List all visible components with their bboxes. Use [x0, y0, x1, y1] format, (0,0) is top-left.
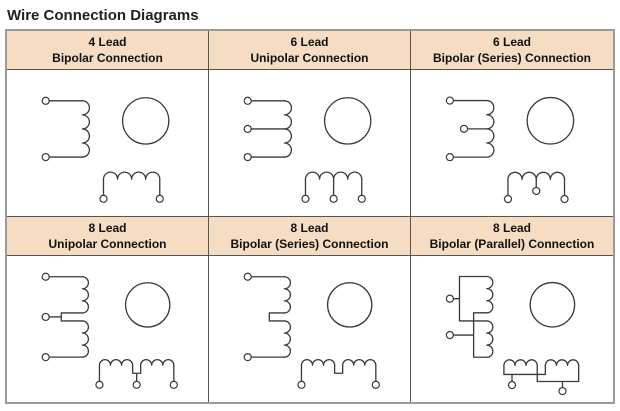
lead-count-label: 6 Lead: [290, 35, 329, 49]
lead-count-label: 8 Lead: [492, 221, 531, 236]
wiring-diagram-8-lead-bipolar-series: [209, 256, 410, 402]
lead-terminal: [41, 272, 50, 282]
wiring-diagram-6-lead-bipolar-series: [411, 70, 613, 216]
connection-type-label: Bipolar (Series) Connection: [432, 50, 592, 65]
page-title: Wire Connection Diagrams: [7, 7, 199, 24]
lead-terminal: [243, 272, 252, 282]
phase-b-coil: [297, 359, 380, 390]
lead-terminal: [507, 381, 517, 390]
diagram-cell-4-lead-bipolar: 4 Lead Bipolar Connection: [7, 31, 209, 218]
lead-terminal: [560, 195, 569, 204]
lead-terminal: [41, 353, 50, 362]
wiring-diagram-4-lead-bipolar: [7, 70, 208, 216]
phase-a-coil: [243, 272, 292, 362]
lead-terminal: [169, 381, 178, 390]
lead-terminal: [243, 153, 252, 162]
phase-a-coil: [445, 276, 494, 359]
lead-terminal: [41, 153, 50, 162]
lead-terminal: [243, 96, 252, 106]
lead-terminal: [503, 195, 513, 204]
connection-diagrams-table: 4 Lead Bipolar Connection: [5, 29, 615, 405]
lead-terminal: [371, 381, 380, 390]
phase-a-coil: [243, 96, 293, 162]
connection-type-label: Bipolar (Series) Connection: [230, 236, 389, 251]
connection-type-label: Unipolar Connection: [250, 50, 369, 65]
diagram-cell-8-lead-bipolar-parallel: 8 Lead Bipolar (Parallel) Connection: [411, 217, 613, 403]
phase-a-coil: [445, 96, 495, 162]
phase-b-coil: [301, 171, 366, 204]
lead-count-label: 8 Lead: [88, 221, 127, 236]
cell-header: 4 Lead Bipolar Connection: [7, 31, 208, 71]
cell-header: 6 Lead Bipolar (Series) Connection: [411, 31, 613, 71]
lead-terminal: [297, 381, 306, 390]
unused-center-tap: [459, 124, 469, 134]
motor-body: [526, 97, 575, 145]
cell-header: 6 Lead Unipolar Connection: [209, 31, 410, 71]
cell-header: 8 Lead Bipolar (Series) Connection: [209, 217, 410, 257]
phase-b-coil: [503, 171, 569, 204]
motor-body: [326, 282, 373, 329]
lead-count-label: 4 Lead: [88, 35, 127, 49]
lead-terminal: [445, 96, 455, 105]
motor-body: [529, 282, 576, 329]
lead-terminal: [155, 194, 164, 204]
lead-count-label: 8 Lead: [290, 221, 329, 236]
connection-type-label: Unipolar Connection: [48, 236, 167, 251]
connection-type-label: Bipolar Connection: [52, 50, 163, 65]
lead-terminal: [558, 387, 567, 396]
phase-b-coil: [95, 359, 178, 390]
wiring-diagram-6-lead-unipolar: [209, 70, 410, 216]
unused-center-tap: [532, 187, 541, 196]
diagram-cell-8-lead-bipolar-series: 8 Lead Bipolar (Series) Connection: [209, 217, 411, 403]
wiring-diagram-8-lead-unipolar: [7, 256, 208, 402]
motor-body: [323, 97, 372, 145]
lead-terminal: [95, 381, 104, 390]
lead-terminal: [301, 194, 310, 204]
lead-terminal: [445, 331, 455, 340]
diagram-cell-6-lead-unipolar: 6 Lead Unipolar Connection: [209, 31, 411, 218]
common-lead-terminal: [41, 313, 50, 322]
lead-terminal: [445, 153, 455, 162]
motor-body: [124, 282, 171, 329]
lead-terminal: [243, 353, 252, 362]
common-lead-terminal: [132, 381, 141, 390]
connection-type-label: Bipolar (Parallel) Connection: [429, 236, 595, 251]
phase-a-coil: [41, 96, 91, 162]
lead-terminal: [357, 194, 366, 204]
lead-terminal: [445, 294, 455, 304]
phase-b-coil: [503, 359, 580, 396]
lead-count-label: 6 Lead: [492, 35, 531, 49]
lead-terminal: [99, 194, 108, 204]
center-tap-terminal: [329, 194, 338, 204]
wiring-diagram-8-lead-bipolar-parallel: [411, 256, 613, 402]
lead-terminal: [41, 96, 50, 106]
diagram-cell-8-lead-unipolar: 8 Lead Unipolar Connection: [7, 217, 209, 403]
motor-body: [121, 97, 170, 145]
center-tap-terminal: [243, 124, 252, 134]
phase-b-coil: [99, 171, 164, 204]
cell-header: 8 Lead Bipolar (Parallel) Connection: [411, 217, 613, 257]
cell-header: 8 Lead Unipolar Connection: [7, 217, 208, 257]
phase-a-coil: [41, 272, 90, 362]
diagram-cell-6-lead-bipolar-series: 6 Lead Bipolar (Series) Connection: [411, 31, 613, 218]
